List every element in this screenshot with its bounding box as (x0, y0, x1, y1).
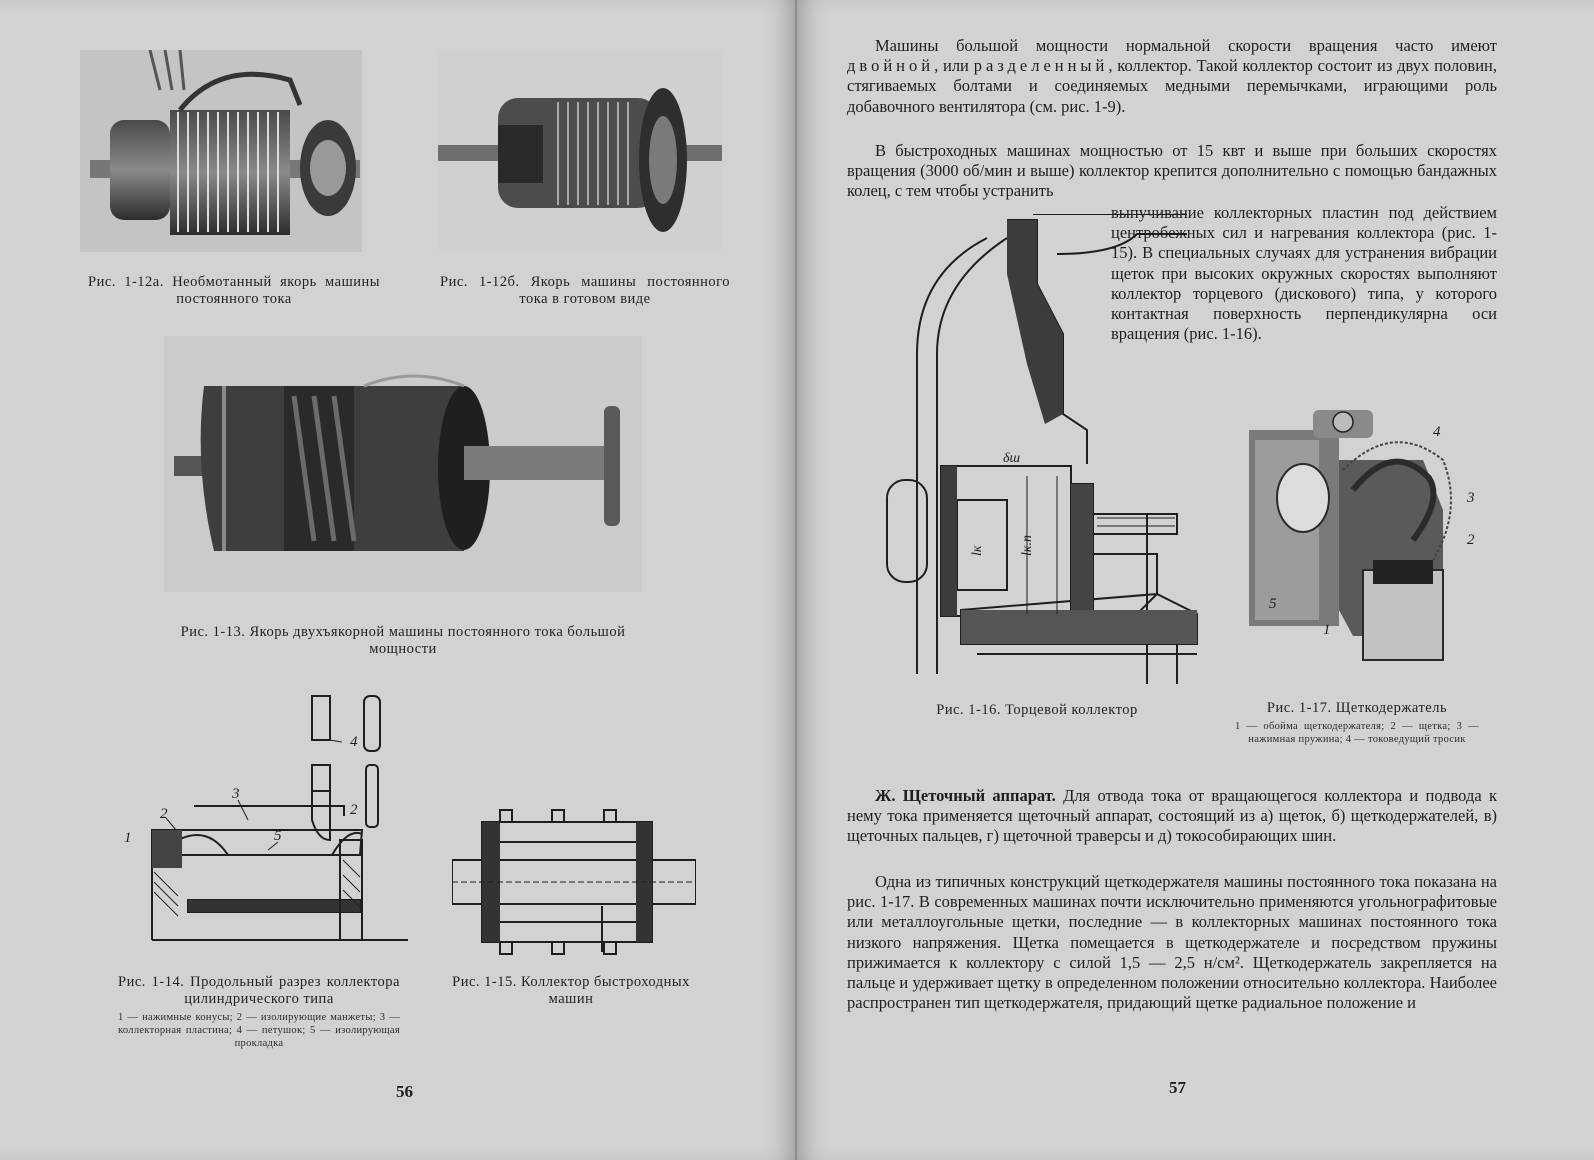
fig-1-17-label-4: 4 (1433, 424, 1441, 440)
fig-1-14-label-2-right: 2 (350, 802, 358, 818)
caption-fig-1-17-legend: 1 — обойма щеткодержателя; 2 — щетка; 3 … (1235, 721, 1479, 745)
fig-1-16-label-brush-gap: δш (1003, 451, 1021, 466)
caption-fig-1-17-title: Рис. 1-17. Щеткодержатель (1266, 700, 1448, 716)
fig-1-16-label-lk: lк (970, 545, 985, 556)
paragraph-2-top-text: В быстроходных машинах мощностью от 15 к… (847, 141, 1497, 201)
caption-fig-1-14-legend: 1 — нажимные конусы; 2 — изолирующие ман… (118, 1012, 400, 1049)
paragraph-1-part-a: Машины большой мощности нормальной скоро… (875, 36, 1497, 55)
fig-1-14-label-1: 1 (124, 830, 132, 846)
fig-1-14-label-2-left: 2 (160, 806, 168, 822)
caption-fig-1-12b: Рис. 1-12б. Якорь машины постоянного ток… (440, 274, 730, 307)
section-brush-apparatus: Ж. Щеточный аппарат. Для отвода тока от … (847, 786, 1497, 847)
paragraph-1-part-e: , коллектор. Такой коллектор состоит из … (847, 56, 1497, 116)
page-number-right: 57 (1169, 1078, 1186, 1097)
photo-finished-armature (438, 50, 722, 252)
cylindrical-commutator-section-image: 1 2 3 4 5 2 (124, 695, 408, 941)
paragraph-3-text: Одна из типичных конструкций щеткодержат… (847, 872, 1497, 1013)
paragraph-1-part-c: , или (934, 56, 969, 76)
paragraph-1-term-double: двойной (847, 56, 935, 76)
drawing-brush-holder: 1 2 3 4 5 (1243, 400, 1483, 680)
section-heading: Ж. Щеточный аппарат. (875, 786, 1056, 805)
photo-unwound-armature (80, 50, 362, 252)
caption-fig-1-14-title: Рис. 1-14. Продольный разрез коллектора … (118, 974, 400, 1007)
fig-1-14-label-5: 5 (274, 828, 282, 844)
drawing-high-speed-commutator (452, 802, 696, 962)
unwound-armature-image (80, 50, 362, 252)
fig-1-16-label-lkp: lк.п (1020, 535, 1035, 556)
paragraph-high-speed-top: В быстроходных машинах мощностью от 15 к… (847, 141, 1497, 202)
paragraph-high-speed-wrap: выпучивание коллекторных пластин под дей… (1111, 203, 1497, 344)
paragraph-brush-holder-design: Одна из типичных конструкций щеткодержат… (847, 872, 1497, 1013)
double-armature-image (164, 336, 642, 592)
caption-fig-1-17: Рис. 1-17. Щеткодержатель 1 — обойма щет… (1235, 700, 1479, 746)
page-number-left: 56 (396, 1082, 413, 1101)
fig-1-14-label-3: 3 (231, 786, 240, 802)
fig-1-14-label-4: 4 (350, 734, 358, 750)
caption-fig-1-13: Рис. 1-13. Якорь двухъякорной машины пос… (180, 624, 626, 657)
paragraph-double-commutator: Машины большой мощности нормальной скоро… (847, 36, 1497, 117)
paragraph-2-wrap-text: выпучивание коллекторных пластин под дей… (1111, 203, 1497, 344)
fig-1-17-label-5: 5 (1269, 596, 1277, 612)
caption-fig-1-16: Рис. 1-16. Торцевой коллектор (936, 702, 1138, 718)
photo-double-armature (164, 336, 642, 592)
high-speed-commutator-image (452, 809, 696, 955)
caption-fig-1-12a: Рис. 1-12а. Необмотанный якорь машины по… (88, 274, 380, 307)
fig-1-17-label-1: 1 (1323, 622, 1331, 638)
finished-armature-image (438, 50, 722, 252)
caption-fig-1-15: Рис. 1-15. Коллектор быстроходных машин (452, 974, 690, 1007)
paragraph-1-term-split: разделенный (973, 56, 1109, 76)
caption-fig-1-14: Рис. 1-14. Продольный разрез коллектора … (118, 974, 400, 1050)
left-page: Рис. 1-12а. Необмотанный якорь машины по… (0, 0, 795, 1160)
right-page: Машины большой мощности нормальной скоро… (797, 0, 1594, 1160)
fig-1-17-label-3: 3 (1466, 490, 1475, 506)
brush-holder-image: 1 2 3 4 5 (1249, 410, 1475, 661)
drawing-cylindrical-commutator-section: 1 2 3 4 5 2 (118, 690, 410, 962)
face-commutator-image: δш lк lк.п (886, 214, 1198, 684)
drawing-face-commutator: δш lк lк.п (857, 214, 1217, 684)
section-text: Для отвода тока от вращающегося коллекто… (847, 786, 1498, 846)
fig-1-17-label-2: 2 (1467, 532, 1475, 548)
